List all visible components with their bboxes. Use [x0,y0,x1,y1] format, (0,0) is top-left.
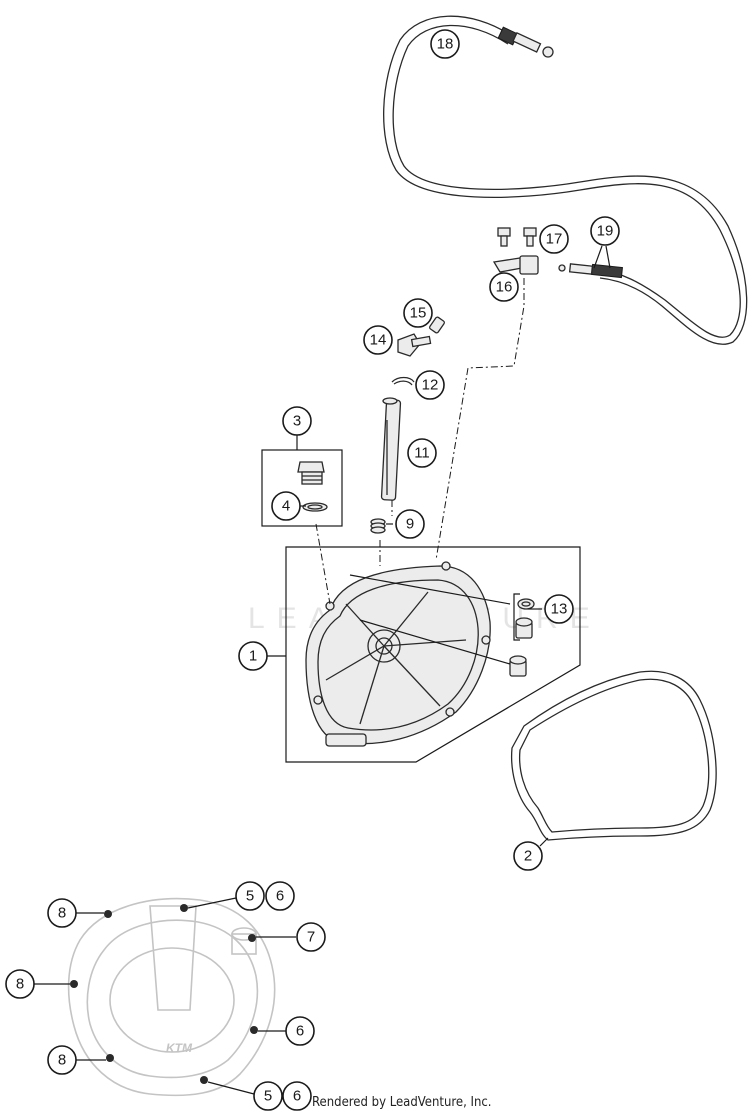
spring-9 [370,518,386,534]
callout-14: 14 [363,325,393,355]
callout-15: 15 [403,298,433,328]
svg-text:1: 1 [249,648,257,665]
callout-12: 12 [415,370,445,400]
callout-18: 18 [430,29,460,59]
svg-text:5: 5 [264,1088,272,1105]
svg-text:13: 13 [551,601,568,618]
svg-text:6: 6 [293,1088,301,1105]
svg-text:18: 18 [437,36,454,53]
callout-9: 9 [395,509,425,539]
callout-17: 17 [539,224,569,254]
svg-text:5: 5 [246,888,254,905]
screw-15 [429,316,445,334]
clutch-cover-1 [285,546,581,763]
shaft-11 [380,397,402,501]
svg-text:8: 8 [58,1052,66,1069]
callout-1: 1 [238,641,268,671]
svg-text:15: 15 [410,305,427,322]
svg-text:9: 9 [406,516,414,533]
oil-plug-kit-3 [261,449,343,527]
svg-text:16: 16 [496,279,513,296]
svg-text:4: 4 [282,498,290,515]
assembly-lines [315,278,525,605]
callout-8-mid: 8 [5,969,35,999]
callout-8-top: 8 [47,898,77,928]
svg-text:14: 14 [370,332,387,349]
svg-text:6: 6 [296,1023,304,1040]
render-credit: Rendered by LeadVenture, Inc. [312,1095,492,1110]
svg-text:6: 6 [276,888,284,905]
svg-text:19: 19 [597,223,614,240]
svg-text:12: 12 [422,377,439,394]
cable-holder-16 [492,255,539,275]
callout-16: 16 [489,272,519,302]
svg-text:2: 2 [524,848,532,865]
callout-6-top: 6 [265,881,295,911]
svg-text:17: 17 [546,231,563,248]
callout-5-bottom: 5 [253,1081,283,1111]
callout-4: 4 [271,491,301,521]
callout-6-bottom: 6 [282,1081,312,1111]
bushings-13 [509,593,535,677]
clutch-cable [383,15,748,345]
circlip-12 [391,376,415,386]
callout-7: 7 [296,922,326,952]
callout-8-bottom: 8 [47,1045,77,1075]
leader-lines [34,245,611,1095]
ktm-logo: KTM [166,1041,193,1055]
callout-2: 2 [513,841,543,871]
svg-text:7: 7 [307,929,315,946]
callout-5-top: 5 [235,881,265,911]
outer-clutch-cover: KTM [67,897,276,1097]
bolt-17 [497,227,537,247]
callout-13: 13 [544,594,574,624]
callout-6-mid: 6 [285,1016,315,1046]
svg-text:11: 11 [414,445,430,462]
gasket-2 [510,670,717,841]
svg-text:8: 8 [58,905,66,922]
callout-19: 19 [590,216,620,246]
clutch-lever-14 [397,333,432,357]
callout-3: 3 [282,406,312,436]
svg-text:3: 3 [293,413,301,430]
callout-11: 11 [407,438,437,468]
svg-text:8: 8 [16,976,24,993]
